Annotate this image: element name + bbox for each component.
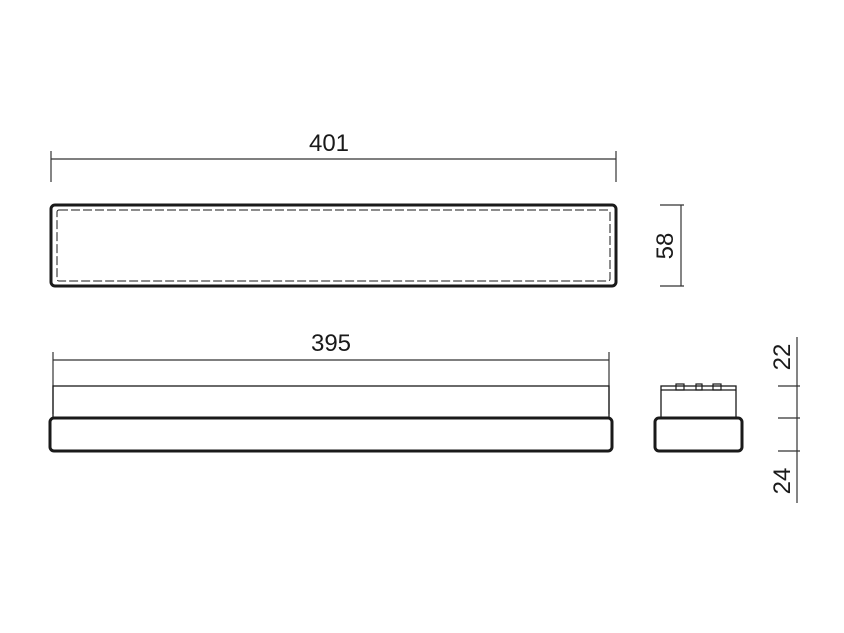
- end-view: 22 24: [653, 337, 800, 503]
- dimension-top-height: [660, 204, 684, 287]
- dimension-side-width: [52, 352, 610, 414]
- top-view: 401 58: [49, 130, 684, 288]
- end-view-lower-diffuser: [653, 416, 744, 453]
- dimension-top-width: [50, 151, 617, 182]
- clip-left: [675, 383, 685, 391]
- clip-center: [695, 383, 703, 391]
- front-view-lower-diffuser: [48, 416, 614, 453]
- dimension-label-top-height: 58: [652, 233, 679, 260]
- top-view-outline: [49, 203, 618, 288]
- dimension-label-upper-height: 22: [769, 344, 796, 371]
- end-view-upper-body: [660, 385, 737, 419]
- end-view-clips: [661, 383, 736, 391]
- front-view-upper-body: [52, 385, 610, 419]
- dimension-end-heights: [778, 337, 800, 503]
- dimension-label-lower-height: 24: [769, 468, 796, 495]
- clip-right: [712, 383, 722, 391]
- dimension-label-side-width: 395: [311, 330, 351, 357]
- dimension-label-top-width: 401: [309, 130, 349, 157]
- front-view: 395: [48, 330, 614, 453]
- top-view-hidden-edge: [56, 209, 611, 282]
